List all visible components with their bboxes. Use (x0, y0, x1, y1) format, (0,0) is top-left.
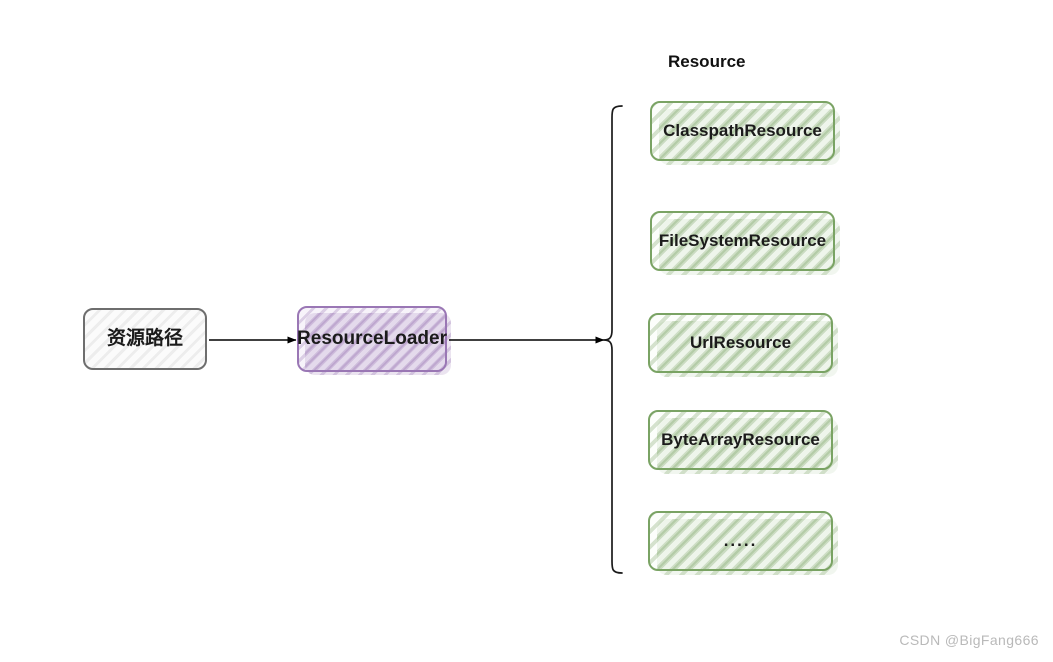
node-filesystem-resource[interactable]: FileSystemResource (650, 211, 840, 275)
node-filesystem-resource-label: FileSystemResource (658, 230, 827, 250)
node-bytearray-resource[interactable]: ByteArrayResource (648, 410, 838, 474)
node-more-resources-label: ..... (723, 530, 758, 550)
node-url-resource[interactable]: UrlResource (648, 313, 838, 377)
node-resource-loader-label: ResourceLoader (297, 327, 447, 349)
node-resource-path[interactable]: 资源路径 (83, 308, 207, 370)
node-resource-path-label: 资源路径 (106, 327, 183, 349)
curly-brace (603, 105, 623, 574)
node-more-resources[interactable]: ..... (648, 511, 838, 575)
node-url-resource-label: UrlResource (689, 332, 792, 352)
watermark: CSDN @BigFang666 (899, 632, 1039, 648)
page-title: Resource (668, 52, 746, 71)
node-bytearray-resource-label: ByteArrayResource (661, 429, 820, 449)
node-resource-loader[interactable]: ResourceLoader (297, 306, 451, 375)
node-classpath-resource-label: ClasspathResource (663, 120, 822, 140)
node-classpath-resource[interactable]: ClasspathResource (650, 101, 840, 165)
